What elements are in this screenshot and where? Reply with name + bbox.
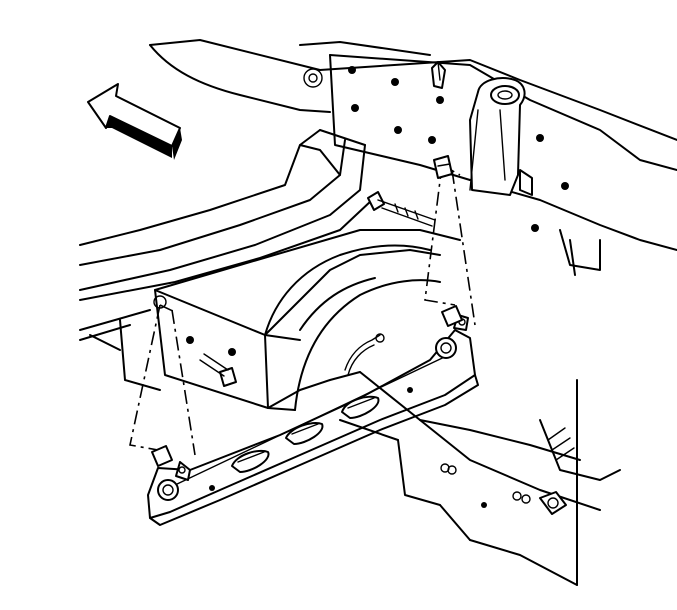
arrow-front-icon [87,83,182,160]
left-frame-rail [79,129,373,341]
upper-bolt [367,191,436,227]
mount-tower [469,77,533,196]
lower-frame-rail [339,371,621,586]
right-nut [441,305,463,327]
skid-plate [147,314,479,526]
small-bracket [431,61,446,89]
left-nut [151,445,173,467]
center-crossmember [264,244,441,411]
upper-nut [433,155,453,179]
lower-left-bolt [199,353,237,387]
right-frame-member [329,54,677,276]
upper-frame-rail [149,39,677,141]
